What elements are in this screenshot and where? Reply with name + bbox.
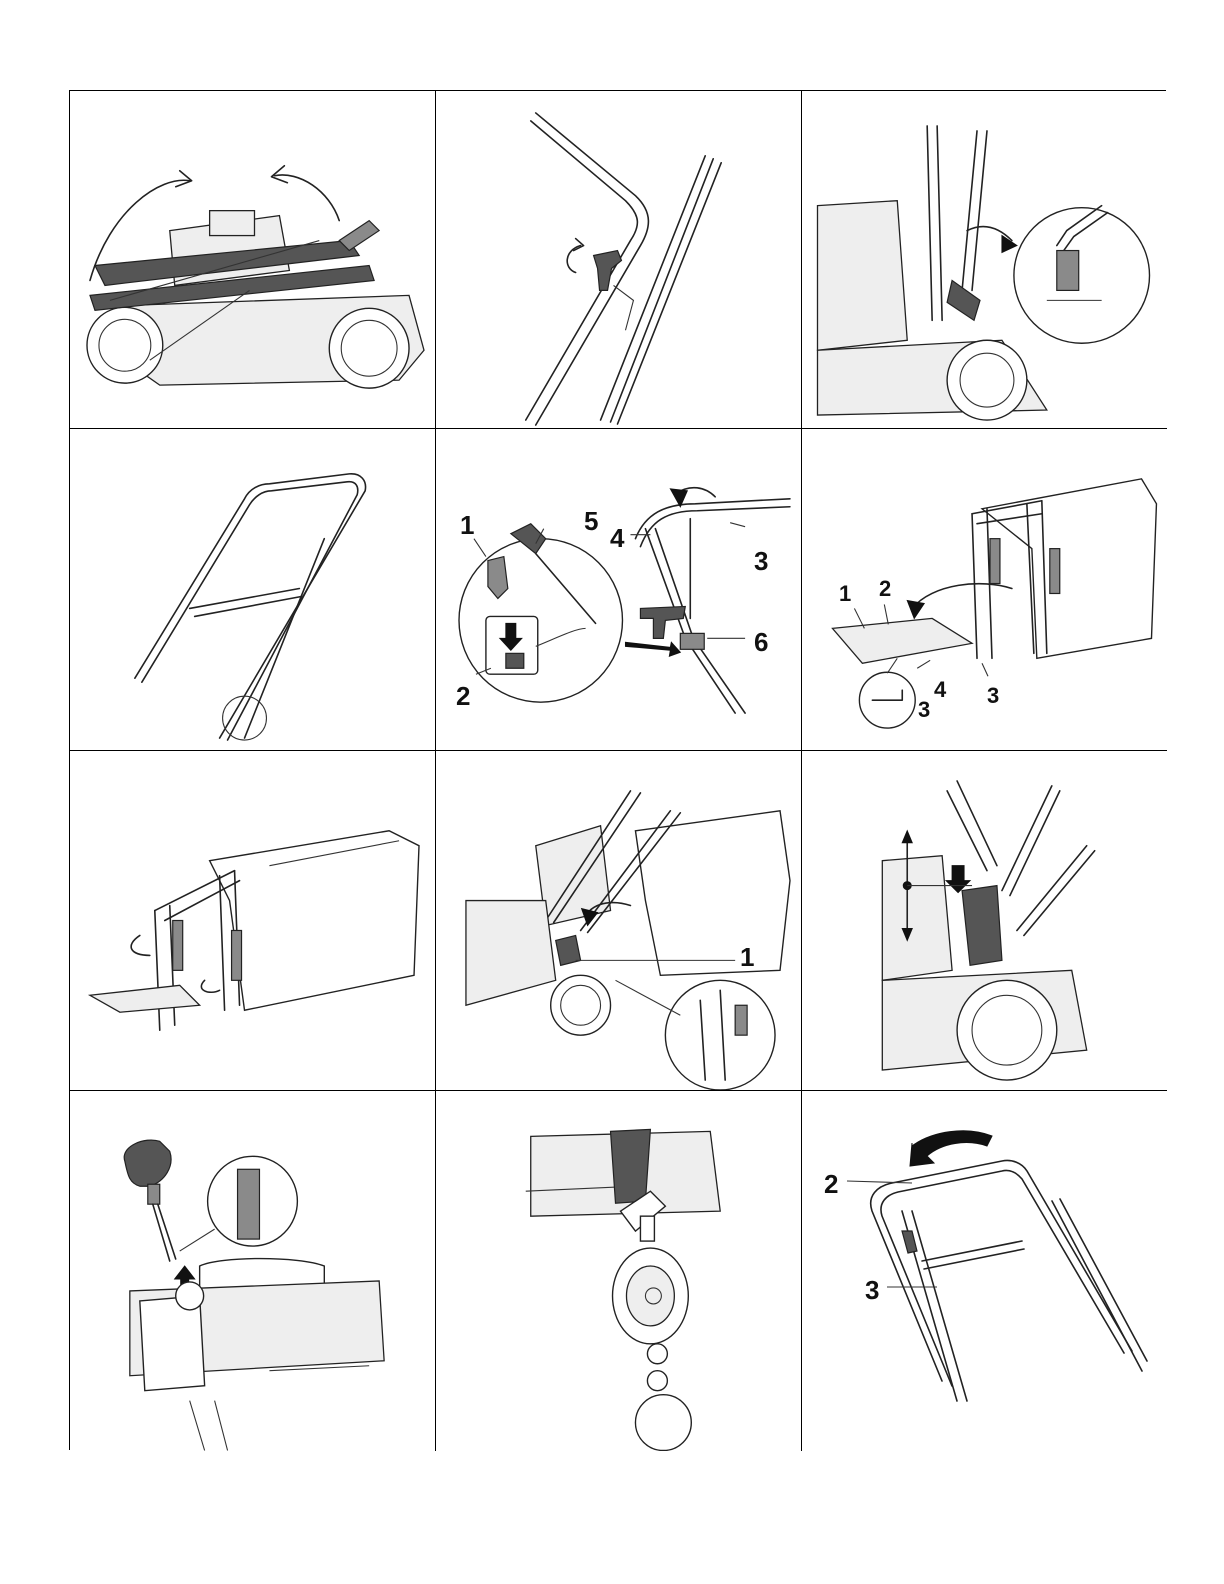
bag-frame-illustration: [70, 751, 435, 1090]
height-adjust-illustration: [802, 751, 1167, 1090]
callout-label-1: 1: [839, 583, 851, 605]
lock-lever-illustration: [802, 91, 1167, 428]
callout-label-3b: 3: [918, 699, 930, 721]
callout-label-2: 2: [824, 1171, 838, 1197]
callout-label-4: 4: [610, 525, 624, 551]
callout-label-3: 3: [987, 685, 999, 707]
callout-label-2: 2: [879, 578, 891, 600]
callout-label-3: 3: [754, 548, 768, 574]
panel-bag-frame: [70, 751, 436, 1091]
rotate-arrow-icon: [912, 584, 1012, 609]
callout-label-1: 1: [460, 512, 474, 538]
panel-wheel-removal: [436, 1091, 802, 1451]
cable-clip-illustration: [436, 429, 801, 750]
illustration-grid: 1 5 4 3 6 2 1 2 4 3 3: [69, 90, 1166, 1450]
fold-handle-illustration: [802, 1091, 1167, 1451]
panel-cable-clip: 1 5 4 3 6 2: [436, 429, 802, 751]
callout-label-2: 2: [456, 683, 470, 709]
rotate-arrow-icon: [910, 1131, 992, 1166]
callout-label-1: 1: [740, 944, 754, 970]
panel-unfolded-handle: [70, 429, 436, 751]
oil-dipstick-illustration: [70, 1091, 435, 1451]
press-down-arrow-icon: [946, 866, 970, 893]
callout-label-5: 5: [584, 508, 598, 534]
panel-lock-lever: [802, 91, 1167, 429]
callout-label-6: 6: [754, 629, 768, 655]
push-arrow-icon: [625, 642, 680, 656]
panel-fold-handle: 2 3: [802, 1091, 1167, 1451]
unfolded-handle-illustration: [70, 429, 435, 750]
rotate-arrow-icon: [131, 935, 150, 955]
attach-bag-illustration: [436, 751, 801, 1090]
bag-assembly-illustration: [802, 429, 1167, 750]
panel-folded-mower: [70, 91, 436, 429]
panel-oil-dipstick: [70, 1091, 436, 1451]
folded-mower-illustration: [70, 91, 435, 428]
panel-height-adjust: [802, 751, 1167, 1091]
callout-label-3: 3: [865, 1277, 879, 1303]
panel-attach-bag: 1: [436, 751, 802, 1091]
wheel-removal-illustration: [436, 1091, 801, 1451]
panel-handle-knob: [436, 91, 802, 429]
handle-knob-illustration: [436, 91, 801, 428]
panel-bag-assembly: 1 2 4 3 3: [802, 429, 1167, 751]
callout-label-4: 4: [934, 679, 946, 701]
